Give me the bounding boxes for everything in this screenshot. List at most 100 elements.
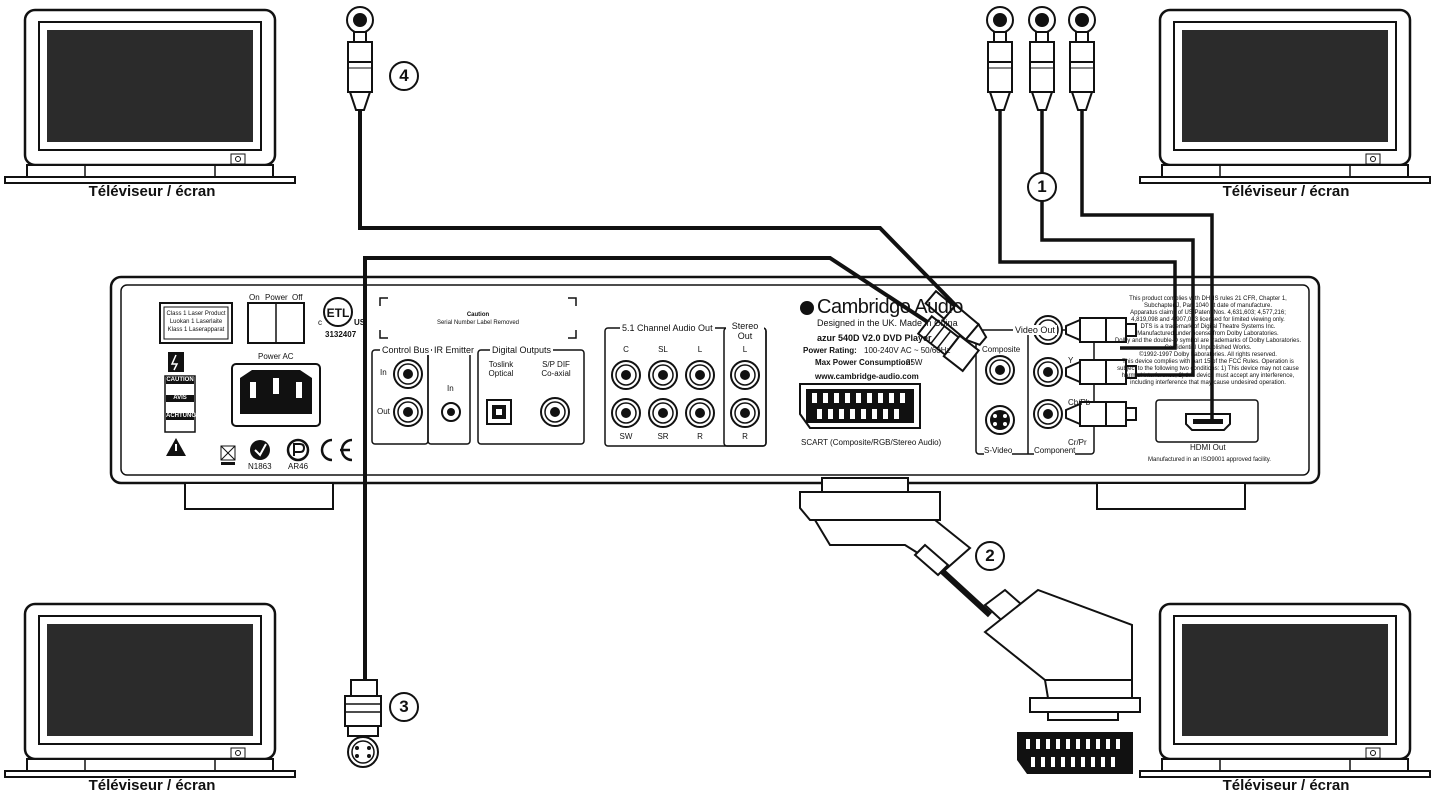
component-plug-top-2 — [1028, 6, 1056, 111]
scart-plug-bottom — [983, 588, 1141, 774]
composite-label: Composite — [982, 345, 1021, 354]
control-bus-out-jack[interactable] — [393, 397, 423, 427]
regulatory-marks — [220, 438, 353, 465]
compliance-line: 4,819,098 and 4,907,093 licensed for lim… — [1131, 317, 1285, 323]
compliance-line: ©1992-1997 Dolby Laboratories. All right… — [1139, 352, 1277, 358]
compliance-line: subject to the following two conditions:… — [1117, 366, 1299, 372]
compliance-text: This product complies with DHHS rules 21… — [1110, 296, 1306, 387]
tv-top-left — [3, 8, 297, 185]
audio-label-sr: SR — [657, 432, 669, 441]
serial-label-outline — [379, 297, 577, 339]
audio-jack-sw[interactable] — [611, 398, 641, 428]
control-bus-out-label: Out — [377, 407, 390, 416]
etl-certification-mark: ETL — [323, 297, 353, 327]
audio-jack-r[interactable] — [685, 398, 715, 428]
ir-emitter-in-label: In — [447, 384, 454, 393]
stereo-out-title: Stereo Out — [726, 321, 764, 341]
website-label: www.cambridge-audio.com — [815, 372, 919, 381]
laser-label — [159, 302, 233, 344]
toslink-optical-port[interactable] — [486, 399, 512, 425]
callout-1: 1 — [1027, 172, 1057, 202]
scart-plug-top — [799, 477, 972, 577]
regulatory-n1863: N1863 — [248, 462, 272, 471]
ir-emitter-title: IR Emitter — [432, 345, 477, 355]
audio-label-r: R — [697, 432, 703, 441]
scart-port[interactable] — [799, 383, 921, 429]
power-switch[interactable] — [247, 302, 305, 344]
compliance-line: Dolby and the double-D symbol are tradem… — [1114, 338, 1302, 344]
warning-caution: CAUTION — [166, 377, 194, 383]
svideo-label: S-Video — [984, 446, 1013, 455]
compliance-line: Confidential Unpublished Works. — [1164, 345, 1252, 351]
cable-4-composite — [358, 100, 967, 317]
max-power-label: Max Power Consumption: — [815, 358, 914, 367]
power-off-label: Off — [292, 293, 303, 302]
component-y-label: Y — [1068, 356, 1074, 365]
brand-name: Cambridge Audio — [817, 296, 963, 318]
video-out-title: Video Out — [1013, 325, 1057, 335]
audio-jack-c[interactable] — [611, 360, 641, 390]
tv-bottom-right — [1138, 602, 1432, 779]
svideo-jack[interactable] — [985, 405, 1015, 435]
audio-jack-sr[interactable] — [648, 398, 678, 428]
stereo-label-l: L — [742, 345, 748, 354]
composite-video-jack[interactable] — [985, 355, 1015, 385]
hdmi-out-label: HDMI Out — [1188, 443, 1228, 452]
tv-bottom-left — [3, 602, 297, 779]
cert-us-label: US — [354, 318, 366, 327]
component-cr-jack[interactable] — [1033, 399, 1063, 429]
tv-caption-bottom-left: Téléviseur / écran — [88, 777, 216, 794]
tv-top-right — [1138, 8, 1432, 185]
audio-label-l: L — [697, 345, 703, 354]
spdif-label: S/P DIF Co-axial — [541, 360, 571, 378]
regulatory-ar46: AR46 — [288, 462, 309, 471]
callout-3: 3 — [389, 692, 419, 722]
warning-stickers — [164, 352, 196, 456]
warning-avis: AVIS — [173, 395, 187, 401]
control-bus-title: Control Bus — [380, 345, 432, 355]
power-on-label: On — [249, 293, 260, 302]
power-rating-value: 100-240V AC ~ 50/60Hz — [864, 346, 951, 355]
warning-achtung: ACHTUNG — [166, 413, 196, 419]
audio-label-sw: SW — [619, 432, 633, 441]
component-plug-top-3 — [1068, 6, 1096, 111]
audio-label-sl: SL — [658, 345, 668, 354]
compliance-line: harmful interference, 2) this device mus… — [1121, 373, 1295, 379]
tv-caption-top-left: Téléviseur / écran — [88, 183, 216, 200]
control-bus-in-jack[interactable] — [393, 359, 423, 389]
compliance-line: This device complies with part 15 of the… — [1122, 359, 1294, 365]
compliance-line: DTS is a trademark of Digital Theatre Sy… — [1140, 324, 1276, 330]
hdmi-port[interactable] — [1155, 399, 1259, 443]
svideo-plug-angled — [916, 314, 981, 373]
manufactured-label: Manufactured in an ISO9001 approved faci… — [1148, 457, 1271, 463]
composite-plug-top — [346, 6, 374, 111]
audio-jack-sl[interactable] — [648, 360, 678, 390]
spdif-coaxial-jack[interactable] — [540, 397, 570, 427]
power-label: Power — [265, 293, 288, 302]
component-label: Component — [1034, 446, 1076, 455]
scart-label: SCART (Composite/RGB/Stereo Audio) — [801, 438, 942, 447]
caution-title: Caution — [466, 312, 490, 318]
compliance-line: Subchapter J, Part 1040 at date of manuf… — [1143, 303, 1273, 309]
audio-jack-l[interactable] — [685, 360, 715, 390]
stereo-jack-l[interactable] — [730, 360, 760, 390]
max-power-value: 25W — [906, 358, 923, 367]
stereo-jack-r[interactable] — [730, 398, 760, 428]
cable-3-svideo — [363, 256, 957, 680]
audio-51-title: 5.1 Channel Audio Out — [620, 323, 715, 333]
cert-c-label: c — [318, 318, 322, 327]
laser-label-line-2: Luokan 1 Laserlaite — [169, 319, 223, 325]
stereo-label-r: R — [742, 432, 748, 441]
component-cb-jack[interactable] — [1033, 357, 1063, 387]
compliance-line: including interference that may cause un… — [1130, 380, 1286, 386]
laser-label-line-1: Class 1 Laser Product — [166, 311, 226, 317]
svideo-plug-bottom — [344, 679, 382, 768]
power-ac-label: Power AC — [258, 352, 294, 361]
power-ac-socket — [231, 363, 321, 427]
component-plug-top-1 — [986, 6, 1014, 111]
ir-emitter-jack[interactable] — [441, 402, 461, 422]
power-rating-label: Power Rating: — [803, 346, 857, 355]
callout-4: 4 — [389, 61, 419, 91]
svg-text:ETL: ETL — [327, 306, 350, 320]
